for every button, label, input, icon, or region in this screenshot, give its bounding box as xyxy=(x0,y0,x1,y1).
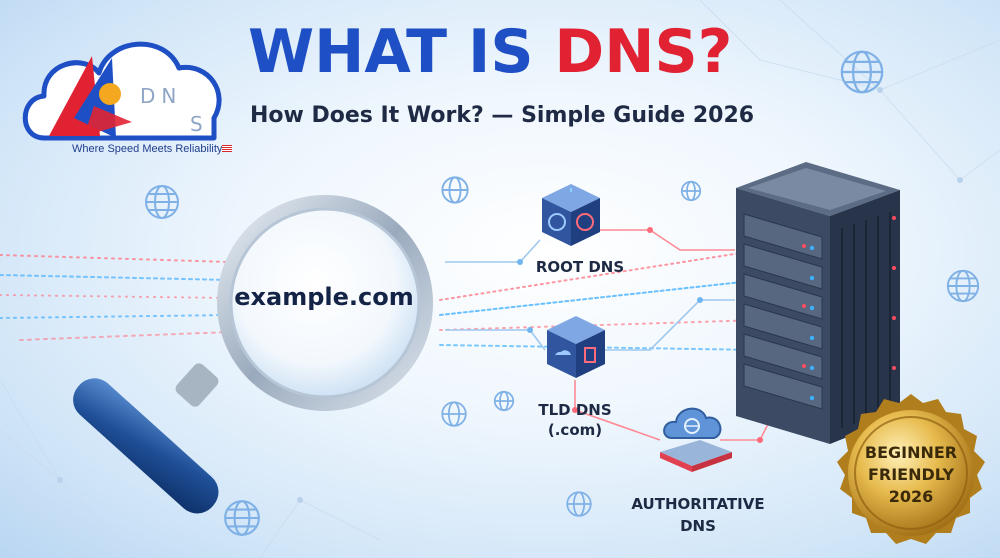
logo-tagline: Where Speed Meets Reliability xyxy=(72,143,223,155)
tld-dns-label-line1: TLD DNS xyxy=(538,401,612,419)
cloud-server-icon xyxy=(660,407,732,472)
globe-icon xyxy=(441,401,467,427)
globe-icon xyxy=(680,180,702,202)
globe-icon xyxy=(493,390,515,412)
logo-dn-text: DN xyxy=(140,84,183,108)
root-dns-label: ROOT DNS xyxy=(535,258,625,276)
badge-line3: 2026 xyxy=(888,487,934,506)
globe-icon xyxy=(946,269,980,303)
globe-icon xyxy=(145,185,179,219)
authoritative-dns-label-line1: AUTHORITATIVE xyxy=(631,495,765,513)
page-title: WHAT IS DNS? xyxy=(248,22,732,82)
globe-icon xyxy=(441,176,469,204)
server-rack-icon xyxy=(736,162,900,444)
tld-dns-cube-icon xyxy=(547,316,605,378)
flag-icon xyxy=(222,145,232,152)
query-domain-text: example.com xyxy=(234,283,414,311)
brand-logo-icon xyxy=(22,41,222,141)
medal-badge-icon xyxy=(837,394,985,544)
title-part-what-is: WHAT IS xyxy=(248,17,555,87)
badge-text: BEGINNER FRIENDLY 2026 xyxy=(838,442,984,508)
authoritative-dns-label-line2: DNS xyxy=(680,517,716,535)
badge-line2: FRIENDLY xyxy=(867,465,955,484)
globe-icon xyxy=(566,491,592,517)
title-part-dns: DNS? xyxy=(554,17,733,87)
authoritative-dns-label: AUTHORITATIVE DNS xyxy=(608,493,788,537)
badge-line1: BEGINNER xyxy=(864,443,958,462)
magnifier-icon xyxy=(73,195,433,514)
globe-icon xyxy=(840,50,884,94)
tld-dns-label: TLD DNS (.com) xyxy=(510,400,640,440)
tld-dns-label-line2: (.com) xyxy=(547,421,603,439)
root-dns-cube-icon xyxy=(542,184,600,246)
globe-icon xyxy=(224,500,260,536)
logo-s-text: S xyxy=(190,112,203,136)
page-subtitle: How Does It Work? — Simple Guide 2026 xyxy=(250,103,755,128)
